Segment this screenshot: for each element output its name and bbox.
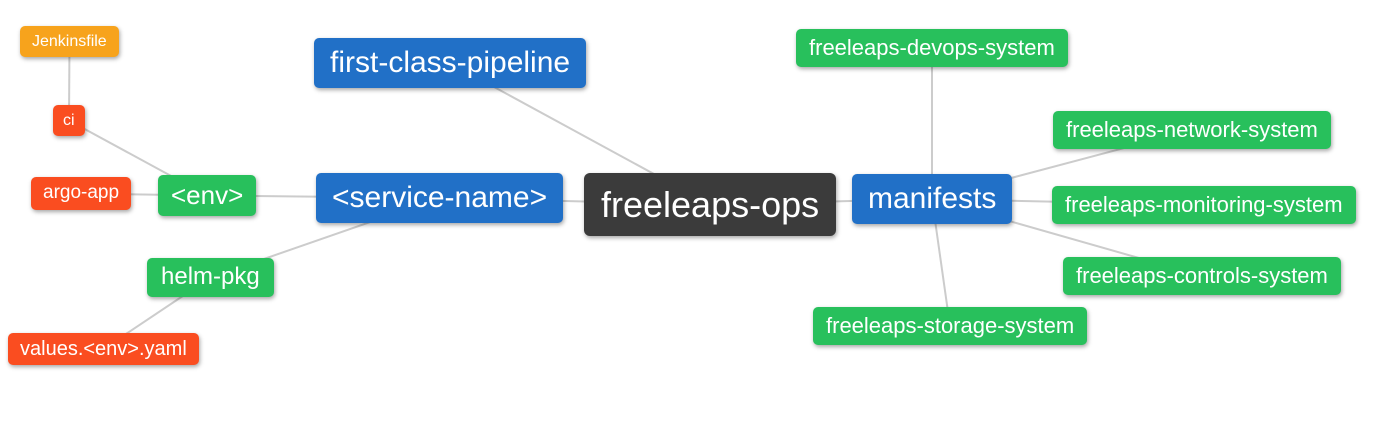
node-jenkinsfile[interactable]: Jenkinsfile — [20, 26, 119, 58]
node-helm-pkg[interactable]: helm-pkg — [147, 258, 274, 297]
node-argo-app[interactable]: argo-app — [31, 177, 132, 210]
node-freeleaps-controls-system[interactable]: freeleaps-controls-system — [1063, 257, 1341, 296]
node-freeleaps-network-system[interactable]: freeleaps-network-system — [1053, 111, 1331, 150]
node-values-env-yaml[interactable]: values.<env>.yaml — [8, 333, 199, 365]
node-env[interactable]: <env> — [158, 175, 257, 217]
node-freeleaps-devops-system[interactable]: freeleaps-devops-system — [796, 29, 1068, 68]
node-manifests[interactable]: manifests — [852, 174, 1013, 224]
node-freeleaps-storage-system[interactable]: freeleaps-storage-system — [813, 307, 1088, 346]
node-ci[interactable]: ci — [53, 105, 85, 137]
node-freeleaps-monitoring-system[interactable]: freeleaps-monitoring-system — [1052, 186, 1356, 225]
node-freeleaps-ops-root[interactable]: freeleaps-ops — [584, 173, 837, 237]
node-service-name[interactable]: <service-name> — [316, 173, 564, 223]
node-first-class-pipeline[interactable]: first-class-pipeline — [314, 38, 587, 88]
